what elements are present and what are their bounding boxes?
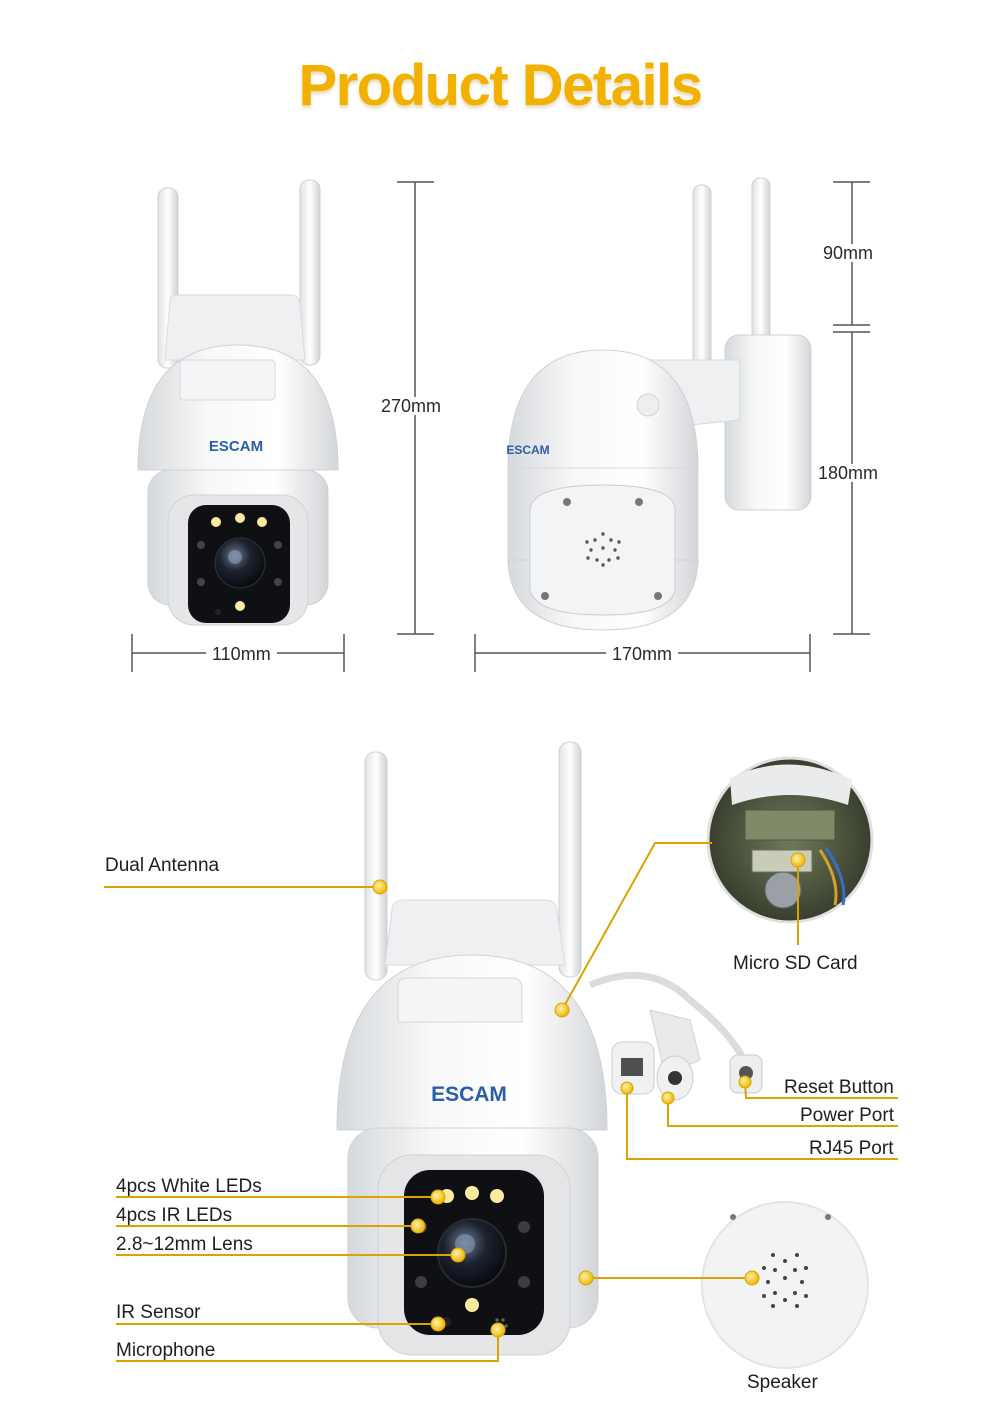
label-power-port: Power Port xyxy=(800,1105,894,1126)
dim-height-front: 270mm xyxy=(375,397,448,415)
page-title: Product Details xyxy=(298,53,703,118)
label-lens: 2.8~12mm Lens xyxy=(116,1234,253,1255)
side-brand-logo: ESCAM xyxy=(506,443,549,457)
main-camera xyxy=(336,741,763,1356)
label-white-leds: 4pcs White LEDs xyxy=(116,1176,262,1197)
dim-body-height: 180mm xyxy=(812,464,885,482)
main-brand-logo: ESCAM xyxy=(431,1083,507,1106)
label-reset-button: Reset Button xyxy=(784,1077,894,1098)
speaker-inset xyxy=(701,1201,869,1369)
front-view-camera xyxy=(137,179,339,626)
label-rj45-port: RJ45 Port xyxy=(809,1138,894,1159)
micro-sd-inset xyxy=(706,756,874,924)
label-dual-antenna: Dual Antenna xyxy=(105,855,220,876)
callout-dots xyxy=(372,852,806,1338)
label-ir-sensor: IR Sensor xyxy=(116,1302,201,1323)
dim-depth-side: 170mm xyxy=(606,645,679,663)
dim-antenna-height: 90mm xyxy=(817,244,880,262)
label-speaker: Speaker xyxy=(747,1372,818,1393)
side-view-camera xyxy=(507,177,812,631)
dim-width-front: 110mm xyxy=(206,645,277,663)
front-brand-logo: ESCAM xyxy=(209,438,263,455)
label-ir-leds: 4pcs IR LEDs xyxy=(116,1205,233,1226)
label-micro-sd: Micro SD Card xyxy=(733,953,858,974)
label-microphone: Microphone xyxy=(116,1340,216,1361)
